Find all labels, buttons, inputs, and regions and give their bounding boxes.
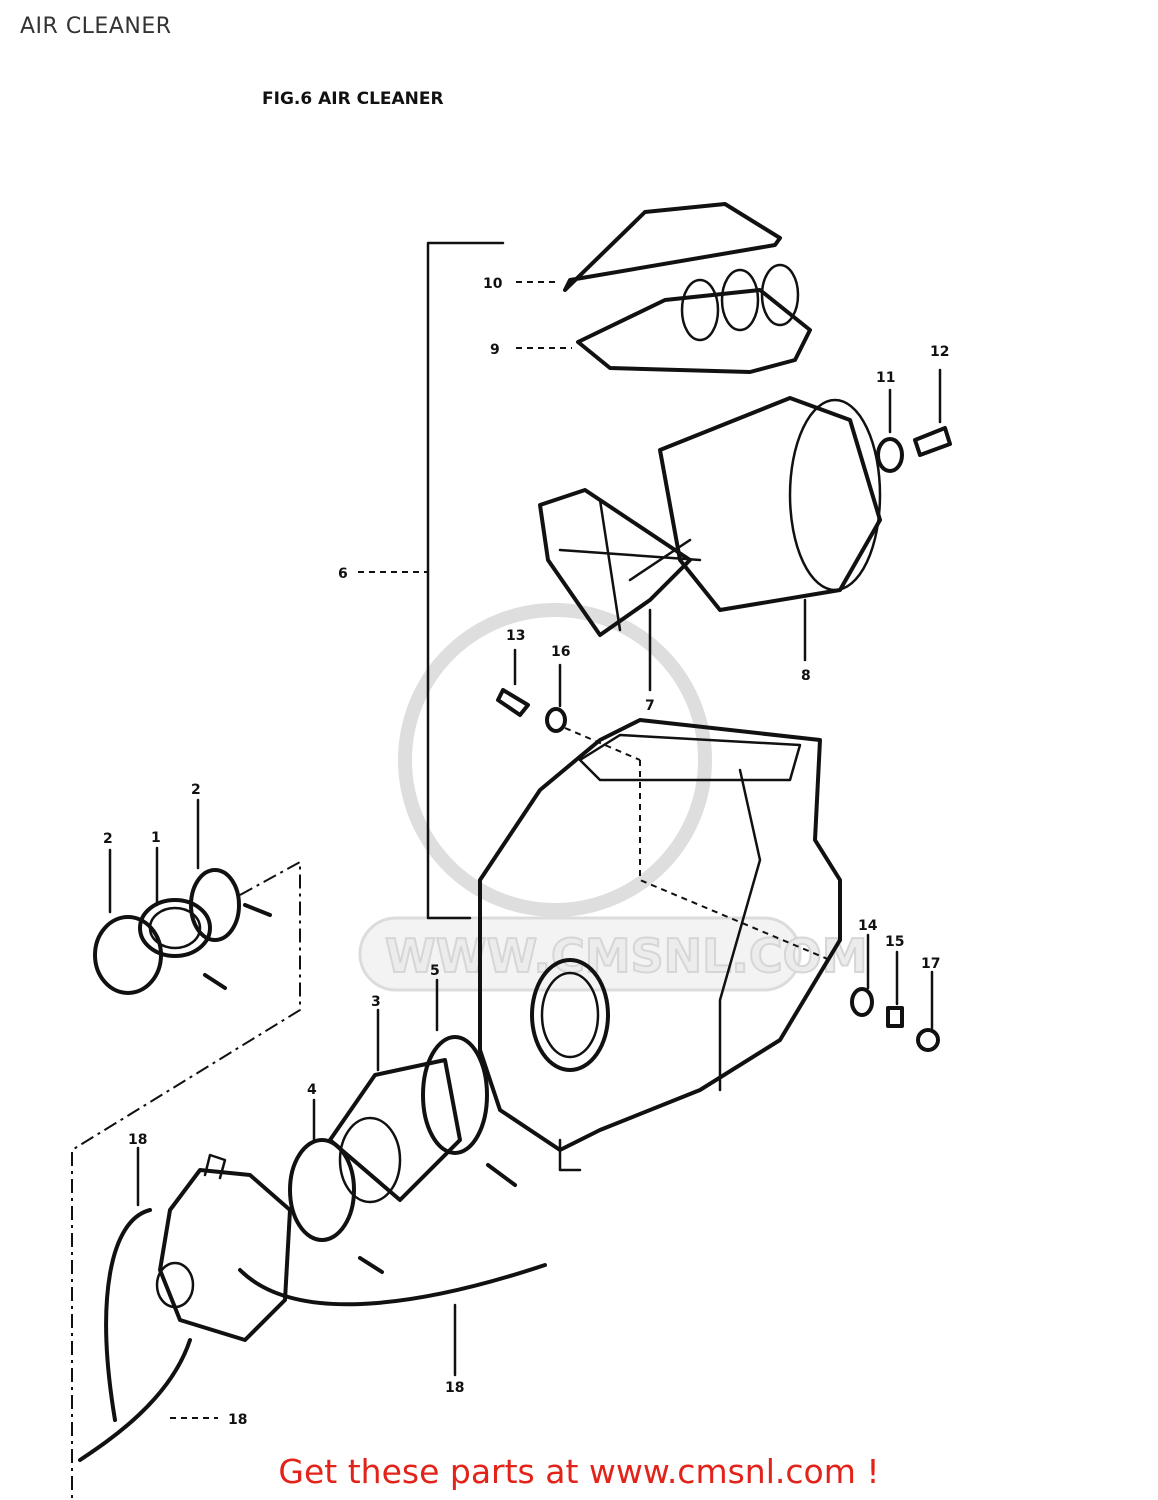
part-5-clamp [421, 978, 517, 1187]
callout-3: 3 [371, 994, 381, 1010]
cmsnl-watermark: WWW.CMSNL.COM [358, 603, 869, 992]
part-8-filter [658, 396, 882, 662]
callout-labels: 10 9 11 12 6 13 16 7 8 2 1 2 14 15 17 5 … [103, 276, 949, 1428]
part-4-clamp [288, 1098, 384, 1274]
part-1-joint [138, 846, 212, 958]
callout-18-top: 18 [128, 1132, 147, 1148]
part-9 [516, 263, 812, 374]
watermark-text: WWW.CMSNL.COM [385, 929, 868, 983]
part-2-clamp-right [189, 798, 272, 990]
part-14-washer [850, 933, 874, 1017]
part-3-intake [328, 1008, 462, 1204]
callout-7: 7 [645, 698, 655, 714]
part-7-frame [538, 488, 702, 692]
callout-15: 15 [885, 934, 904, 950]
part-11-washer [876, 388, 904, 473]
part-18-hose-right [238, 1263, 547, 1377]
part-16-washer [545, 663, 641, 761]
callout-18-bottom: 18 [228, 1412, 247, 1428]
part-18-hose-left [104, 1146, 152, 1422]
callout-8: 8 [801, 668, 811, 684]
callout-10: 10 [483, 276, 503, 292]
assembly-bracket [426, 241, 505, 920]
part-2-clamp-left [93, 848, 163, 995]
part-13-bolt [496, 648, 530, 717]
callout-18-mid: 18 [445, 1380, 464, 1396]
callout-11: 11 [876, 370, 895, 386]
carburetor [155, 1153, 292, 1342]
part-10 [516, 202, 782, 292]
part-12-bolt [913, 368, 952, 457]
figure-title: FIG.6 AIR CLEANER [262, 89, 444, 109]
callout-2-right: 2 [191, 782, 201, 798]
callout-12: 12 [930, 344, 949, 360]
callout-1: 1 [151, 830, 161, 846]
callout-17: 17 [921, 956, 940, 972]
callout-16: 16 [551, 644, 570, 660]
callout-14: 14 [858, 918, 878, 934]
part-17-nut [916, 970, 940, 1052]
get-parts-link[interactable]: Get these parts at www.cmsnl.com ! [278, 1452, 880, 1491]
air-cleaner-case [478, 718, 842, 1172]
callout-9: 9 [490, 342, 500, 358]
page-title: AIR CLEANER [20, 14, 172, 39]
callout-4: 4 [307, 1082, 317, 1098]
part-18-hose-bottom [78, 1338, 218, 1462]
callout-6: 6 [338, 566, 348, 582]
callout-2-left: 2 [103, 831, 113, 847]
callout-5: 5 [430, 963, 440, 979]
callout-13: 13 [506, 628, 525, 644]
part-15-collar [886, 950, 904, 1028]
inset-box [71, 860, 301, 1500]
